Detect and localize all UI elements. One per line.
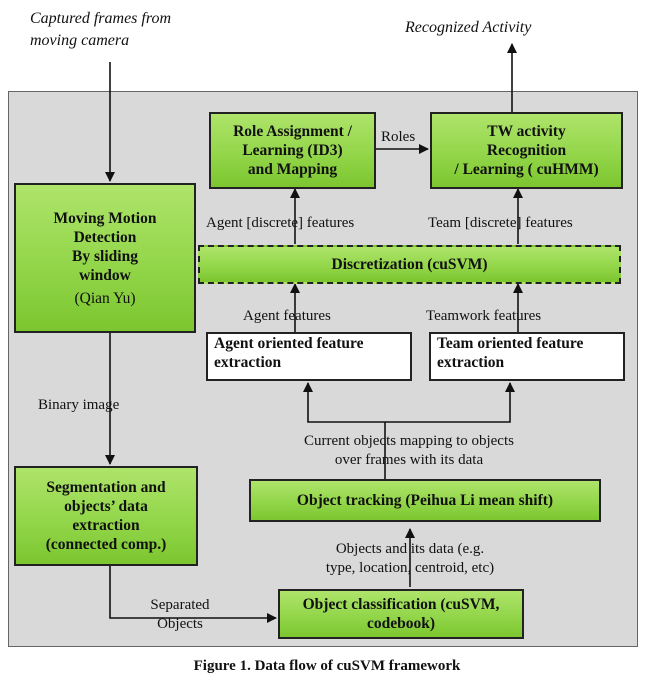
separated-objects-label: Separated Objects [140,596,220,634]
agent-feat-line-1: Agent oriented feature [214,335,364,352]
arrow-fork-to-team [385,382,515,423]
teamwork-features-label: Teamwork features [426,308,542,324]
current-objects-line-2: over frames with its data [334,452,484,468]
motion-line-2: Detection [73,228,137,246]
role-line-3: and Mapping [247,161,338,178]
segmentation-box: Segmentation and objects’ data extractio… [14,466,198,566]
current-objects-line-1: Current objects mapping to objects [304,433,514,449]
seg-line-1: Segmentation and [46,479,166,496]
roles-label: Roles [381,129,416,145]
tracking-text: Object tracking (Peihua Li mean shift) [296,492,554,509]
team-discrete-label: Team [discrete] features [428,215,573,231]
agent-discrete-label: Agent [discrete] features [206,215,355,231]
motion-line-3: By sliding [72,247,138,265]
object-classification-box: Object classification (cuSVM, codebook) [278,589,524,639]
agent-feature-box: Agent oriented feature extraction [206,332,412,381]
agent-feat-line-2: extraction [214,354,282,371]
discretization-box: Discretization (cuSVM) [198,245,621,284]
role-assignment-box: Role Assignment / Learning (ID3) and Map… [209,112,376,189]
seg-line-2: objects’ data [64,498,148,515]
output-label: Recognized Activity [405,19,532,36]
motion-sub: (Qian Yu) [74,289,136,307]
tw-line-1: TW activity [487,123,566,140]
input-label-line-2: moving camera [30,32,130,49]
object-tracking-box: Object tracking (Peihua Li mean shift) [249,479,601,522]
separated-line-1: Separated [150,597,210,613]
arrow-fork-to-agent [303,382,385,423]
seg-line-3: extraction [72,517,140,534]
objects-data-label: Objects and its data (e.g. type, locatio… [284,540,536,578]
discretization-text: Discretization (cuSVM) [331,256,488,273]
objects-data-line-1: Objects and its data (e.g. [335,541,485,557]
team-feat-line-1: Team oriented feature [437,335,584,352]
role-line-2: Learning (ID3) [242,142,343,159]
motion-line-4: window [79,266,131,284]
motion-line-1: Moving Motion [53,209,157,227]
tw-activity-box: TW activity Recognition / Learning ( cuH… [430,112,623,189]
team-feat-line-2: extraction [437,354,505,371]
class-line-1: Object classification (cuSVM, [302,596,500,613]
team-feature-box: Team oriented feature extraction [429,332,625,381]
tw-line-2: Recognition [486,142,567,159]
input-label-line-1: Captured frames from [30,10,172,27]
binary-image-label: Binary image [38,397,120,413]
objects-data-line-2: type, location, centroid, etc) [325,560,495,576]
current-objects-label: Current objects mapping to objects over … [264,432,554,470]
separated-line-2: Objects [157,616,203,632]
input-label: Captured frames from moving camera [30,8,171,52]
role-line-1: Role Assignment / [233,123,352,140]
tw-line-3: / Learning ( cuHMM) [454,161,599,178]
class-line-2: codebook) [366,615,436,632]
seg-line-4: (connected comp.) [45,536,167,553]
motion-detection-box: Moving Motion Detection By sliding windo… [14,183,196,333]
arrow-seg-to-class [109,566,277,623]
agent-features-label: Agent features [243,308,331,324]
figure-caption: Figure 1. Data flow of cuSVM framework [193,658,461,674]
